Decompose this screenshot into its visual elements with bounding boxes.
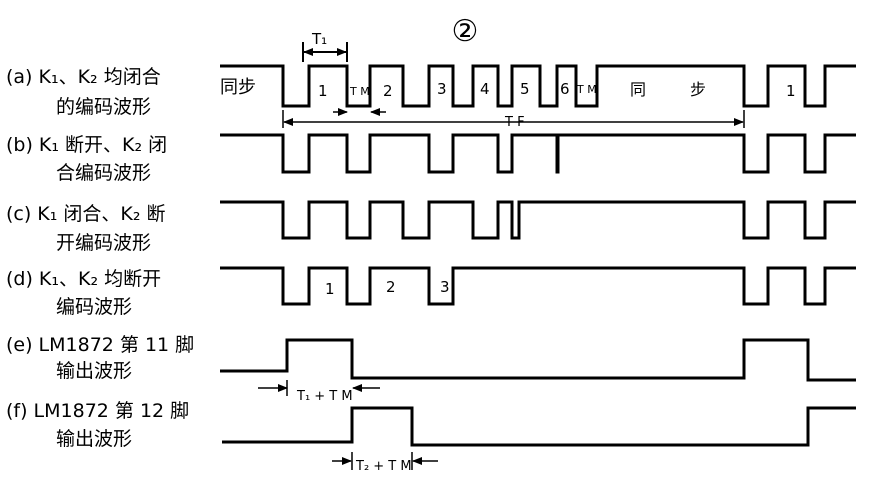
t1-tm-label: T₁ + T M [296, 389, 353, 404]
pulse-num-d-2: 2 [386, 278, 396, 296]
row-e-label-line2: 输出波形 [56, 360, 133, 382]
pulse-num-a-5: 5 [520, 80, 530, 98]
row-a-label-line2: 的编码波形 [56, 96, 152, 118]
pulse-num-a-6: 6 [560, 80, 570, 98]
row-c-label-line1: (c) K₁ 闭合、K₂ 断 [6, 203, 166, 225]
waveform-f [222, 406, 856, 447]
sync-label-left: 同步 [220, 77, 256, 98]
waveform-c [220, 200, 856, 240]
sync-label-mid-1: 同 [630, 80, 646, 99]
pulse-num-a-4: 4 [480, 80, 490, 98]
row-a-label-line1: (a) K₁、K₂ 均闭合 [6, 66, 161, 88]
pulse-num-a-1: 1 [318, 82, 328, 100]
pulse-num-a-end: 1 [786, 82, 796, 100]
pulse-num-d-1: 1 [325, 280, 335, 298]
pulse-num-a-3: 3 [437, 80, 447, 98]
sync-label-mid-2: 步 [690, 80, 706, 99]
t2-tm-label: T₂ + T M [355, 459, 412, 474]
t1-label: T₁ [311, 30, 327, 48]
waveform-a [220, 64, 856, 108]
waveform-b [220, 133, 856, 174]
tm-label-1: T M [349, 85, 370, 98]
tm-label-2: T M [576, 83, 597, 96]
pulse-num-a-2: 2 [383, 82, 393, 100]
row-b-label-line2: 合编码波形 [56, 162, 152, 184]
row-c-label-line2: 开编码波形 [56, 232, 152, 254]
waveform-d [220, 266, 856, 306]
row-d-label-line1: (d) K₁、K₂ 均断开 [6, 268, 162, 290]
tf-label: T F [504, 115, 525, 130]
row-e-label-line1: (e) LM1872 第 11 脚 [6, 334, 195, 356]
figure-number: ② [452, 14, 479, 49]
row-f-label-line1: (f) LM1872 第 12 脚 [6, 400, 190, 422]
row-f-label-line2: 输出波形 [56, 428, 133, 450]
pulse-num-d-3: 3 [440, 278, 450, 296]
row-b-label-line1: (b) K₁ 断开、K₂ 闭 [6, 134, 168, 156]
waveform-e [220, 338, 856, 382]
row-d-label-line2: 编码波形 [56, 296, 133, 318]
